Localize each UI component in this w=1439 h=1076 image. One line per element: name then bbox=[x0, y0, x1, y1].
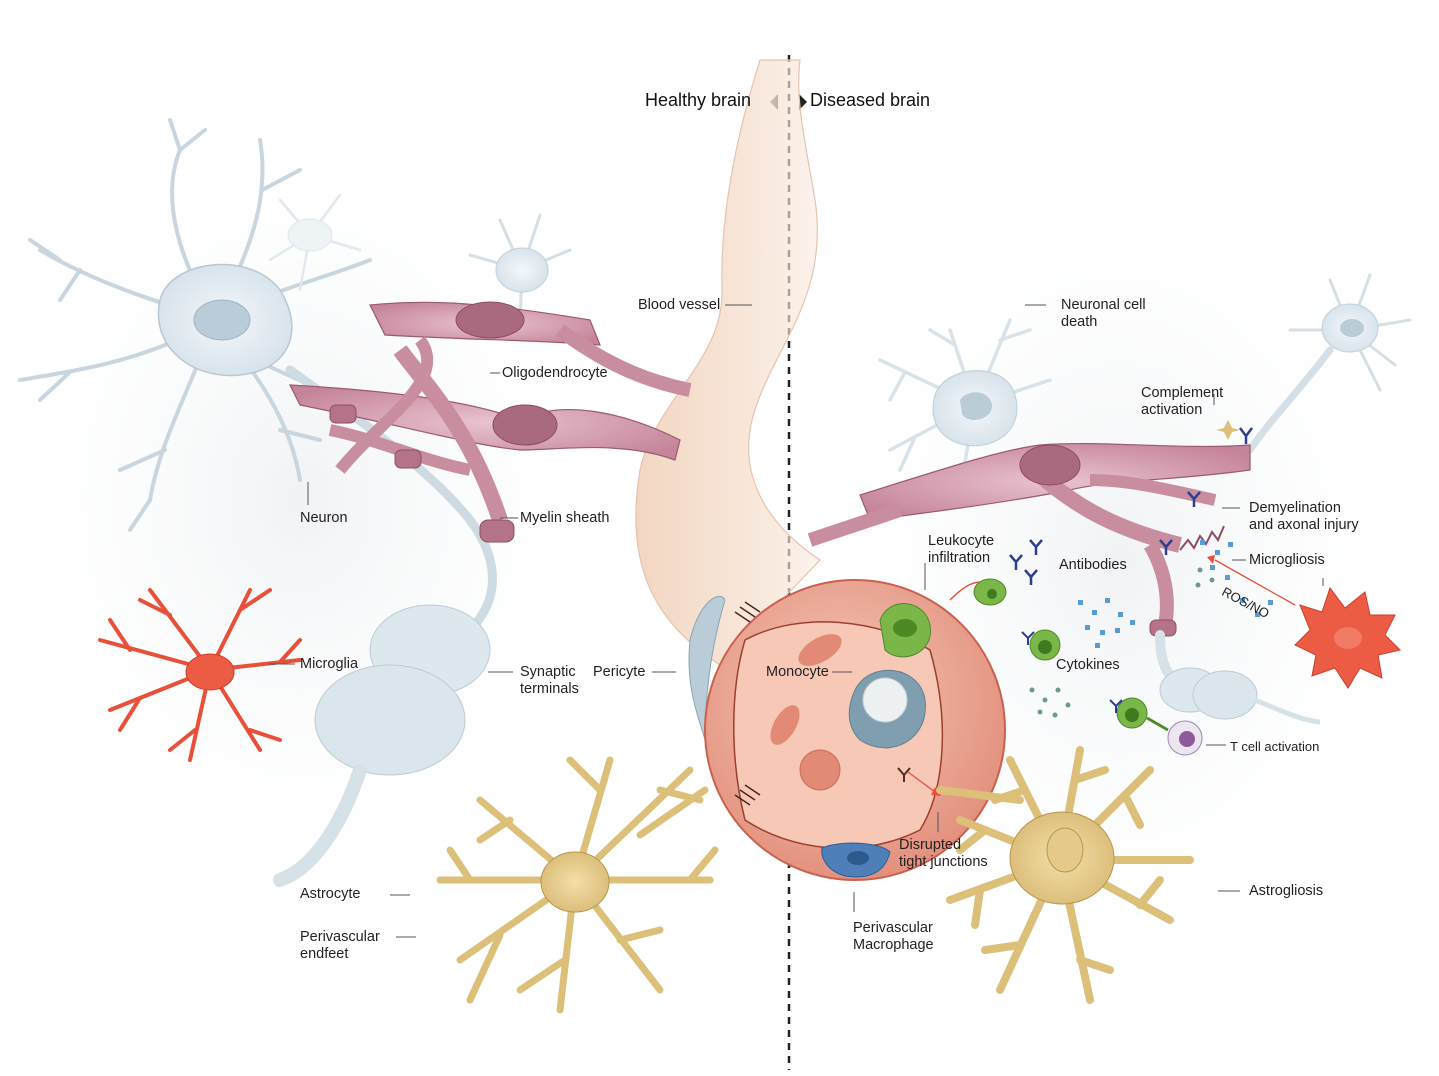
label-microgliosis: Microgliosis bbox=[1249, 552, 1325, 568]
disrupted-arrowhead-icon bbox=[931, 787, 941, 796]
neuron-healthy-nucleus bbox=[193, 299, 251, 341]
label-antibodies: Antibodies bbox=[1059, 557, 1127, 573]
ros-arrowhead-icon bbox=[1207, 555, 1215, 564]
label-neuronal-cell-death-line1: Neuronal cell bbox=[1061, 297, 1146, 313]
label-perivascular-endfeet: Perivascular endfeet bbox=[300, 929, 380, 963]
antibody-group bbox=[1009, 491, 1201, 585]
oligodendrocyte-diseased bbox=[807, 442, 1251, 637]
neuron-right-nucleus bbox=[1340, 319, 1364, 337]
arrow-right-icon bbox=[799, 94, 807, 110]
neuron-right-axon bbox=[1246, 346, 1334, 454]
cytokines-dots bbox=[1029, 567, 1215, 718]
oligodendrocyte-healthy bbox=[289, 301, 692, 543]
label-complement-activation: Complement activation bbox=[1141, 385, 1223, 419]
label-disrupted-tight-junctions-line2: tight junctions bbox=[899, 854, 988, 870]
label-demyelination-line1: Demyelination bbox=[1249, 500, 1341, 516]
label-blood-vessel: Blood vessel bbox=[638, 297, 721, 313]
label-leukocyte-infiltration-line2: infiltration bbox=[928, 550, 991, 566]
background-haze-left bbox=[0, 80, 630, 920]
label-synaptic-terminals: Synaptic terminals bbox=[520, 664, 579, 698]
perivascular-macrophage-nucleus bbox=[847, 851, 869, 865]
b-cell-nucleus bbox=[1038, 640, 1052, 654]
label-t-cell-activation: T cell activation bbox=[1230, 739, 1320, 754]
apc-nucleus bbox=[1125, 708, 1139, 722]
t-cell-nucleus bbox=[1179, 731, 1195, 747]
astrocyte-reactive-nucleus bbox=[1046, 827, 1084, 873]
label-perivascular-endfeet-line1: Perivascular bbox=[300, 929, 380, 945]
red-blood-cell bbox=[799, 749, 841, 791]
header-diseased-brain: Diseased brain bbox=[810, 90, 931, 110]
leukocyte-escaped-nucleus bbox=[987, 589, 997, 599]
tight-junctions bbox=[734, 601, 761, 806]
label-synaptic-terminals-line1: Synaptic bbox=[520, 664, 576, 680]
header-healthy-brain: Healthy brain bbox=[645, 90, 752, 110]
antibody-icon bbox=[897, 767, 911, 782]
label-demyelination-line2: and axonal injury bbox=[1249, 517, 1359, 533]
label-synaptic-terminals-line2: terminals bbox=[520, 681, 579, 697]
label-perivascular-macrophage-line1: Perivascular bbox=[853, 920, 933, 936]
label-astrogliosis: Astrogliosis bbox=[1249, 883, 1324, 899]
apc-antibody-icon bbox=[1109, 699, 1123, 713]
monocyte-nucleus bbox=[862, 677, 908, 723]
label-neuron: Neuron bbox=[300, 510, 348, 526]
neuron-faint-body bbox=[287, 218, 333, 252]
synaptic-terminal-right bbox=[1155, 630, 1321, 725]
label-leukocyte-infiltration: Leukocyte infiltration bbox=[928, 533, 994, 567]
disrupted-arrow bbox=[907, 771, 936, 793]
red-blood-cell bbox=[770, 705, 800, 745]
red-blood-cell bbox=[798, 634, 842, 666]
astrocyte-healthy-body bbox=[540, 851, 610, 913]
b-cell-antibody-icon bbox=[1021, 631, 1035, 645]
label-perivascular-macrophage-line2: Macrophage bbox=[853, 937, 934, 953]
microglia-healthy-body bbox=[185, 653, 235, 691]
label-complement-activation-line2: activation bbox=[1141, 402, 1203, 418]
label-cytokines: Cytokines bbox=[1056, 657, 1120, 673]
label-disrupted-tight-junctions: Disrupted tight junctions bbox=[899, 837, 988, 871]
label-neuronal-cell-death: Neuronal cell death bbox=[1061, 297, 1146, 331]
label-complement-activation-line1: Complement bbox=[1141, 385, 1224, 401]
label-neuronal-cell-death-line2: death bbox=[1061, 314, 1098, 330]
label-disrupted-tight-junctions-line1: Disrupted bbox=[899, 837, 962, 853]
neuron-dying-nucleus bbox=[960, 392, 993, 420]
ros-arrow bbox=[1214, 559, 1296, 606]
label-demyelination: Demyelination and axonal injury bbox=[1249, 500, 1359, 534]
label-leukocyte-infiltration-line1: Leukocyte bbox=[928, 533, 995, 549]
neuron-small-body bbox=[495, 247, 549, 293]
label-microglia: Microglia bbox=[300, 656, 359, 672]
label-perivascular-endfeet-line2: endfeet bbox=[300, 946, 349, 962]
synaptic-terminals bbox=[273, 604, 491, 887]
tcell-synapse bbox=[1146, 716, 1169, 732]
label-myelin-sheath: Myelin sheath bbox=[520, 510, 610, 526]
blood-vessel bbox=[635, 59, 821, 666]
cytokines-squares bbox=[1078, 540, 1273, 648]
label-oligodendrocyte: Oligodendrocyte bbox=[502, 365, 608, 381]
label-astrocyte: Astrocyte bbox=[300, 886, 361, 902]
complement-star-icon bbox=[1216, 420, 1240, 440]
leukocyte-nucleus bbox=[893, 619, 917, 637]
label-perivascular-macrophage: Perivascular Macrophage bbox=[853, 920, 934, 954]
label-monocyte: Monocyte bbox=[766, 664, 829, 680]
leader-lines bbox=[268, 304, 1324, 938]
microglia-activated-nucleus bbox=[1334, 627, 1362, 649]
label-pericyte: Pericyte bbox=[593, 664, 646, 680]
pericyte bbox=[688, 595, 726, 741]
complement-antibody-icon bbox=[1239, 427, 1253, 444]
